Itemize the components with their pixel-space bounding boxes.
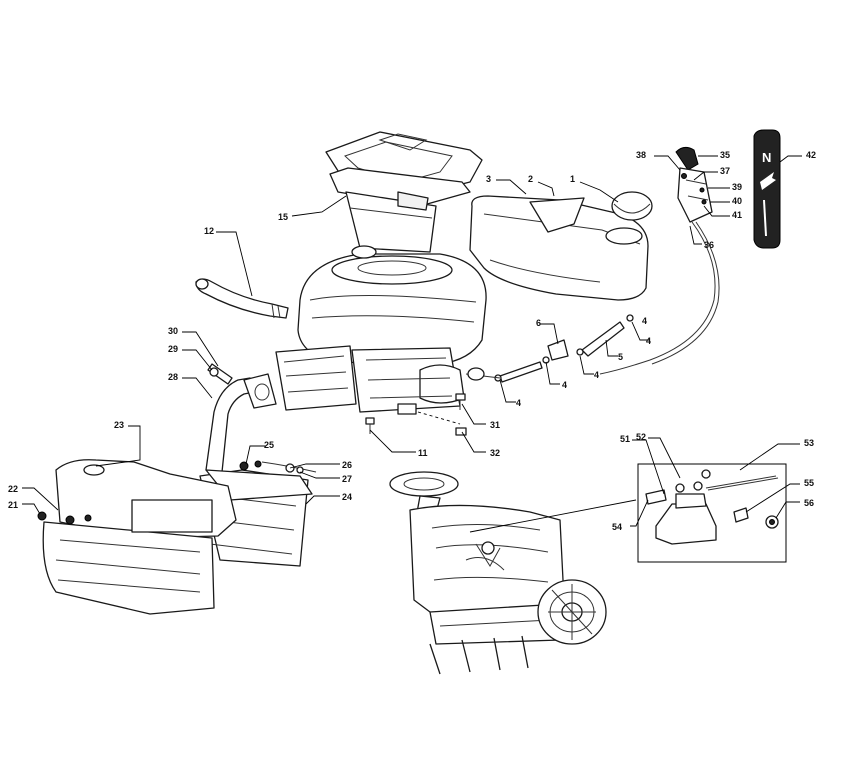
solenoid-inset: [469, 463, 787, 563]
callout-55: 55: [804, 478, 814, 488]
callout-30: 30: [168, 326, 178, 336]
engine-bolts: [365, 393, 467, 436]
callout-3: 3: [486, 174, 491, 184]
tractor-front-view: [389, 471, 607, 675]
callout-52: 52: [636, 432, 646, 442]
callout-1: 1: [570, 174, 575, 184]
callout-22: 22: [8, 484, 18, 494]
callout-29: 29: [168, 344, 178, 354]
callout-41: 41: [732, 210, 742, 220]
callout-26: 26: [342, 460, 352, 470]
exhaust-pipe: [205, 363, 277, 473]
callout-36: 36: [704, 240, 714, 250]
callout-28: 28: [168, 372, 178, 382]
callout-2: 2: [528, 174, 533, 184]
throttle-decal-plate: N: [753, 129, 781, 249]
callout-40: 40: [732, 196, 742, 206]
front-grille-cover: [37, 459, 237, 615]
callout-15: 15: [278, 212, 288, 222]
fuel-lines: [465, 314, 634, 383]
engine-block: [275, 245, 487, 415]
callout-53: 53: [804, 438, 814, 448]
callout-6: 6: [536, 318, 541, 328]
intake-hose: [195, 278, 289, 319]
callout-32: 32: [490, 448, 500, 458]
callout-31: 31: [490, 420, 500, 430]
callout-23: 23: [114, 420, 124, 430]
throttle-control: [599, 146, 720, 375]
fuel-tank: [469, 191, 653, 301]
callout-12: 12: [204, 226, 214, 236]
callout-4-c: 4: [562, 380, 567, 390]
callout-35: 35: [720, 150, 730, 160]
leader-lines: [22, 155, 802, 527]
callout-11: 11: [418, 448, 428, 458]
callout-56: 56: [804, 498, 814, 508]
callout-4-a: 4: [646, 336, 651, 346]
plate-symbol: N: [762, 150, 771, 165]
callout-5: 5: [618, 352, 623, 362]
callout-27: 27: [342, 474, 352, 484]
callout-51: 51: [620, 434, 630, 444]
callout-42: 42: [806, 150, 816, 160]
callout-labels: 1 2 3 4 4 4 4 4 5 6 11 12 15 21 22 23 24…: [8, 150, 816, 532]
callout-37: 37: [720, 166, 730, 176]
callout-4-b: 4: [594, 370, 599, 380]
callout-21: 21: [8, 500, 18, 510]
callout-38: 38: [636, 150, 646, 160]
callout-4-d: 4: [516, 398, 521, 408]
callout-25: 25: [264, 440, 274, 450]
air-filter-housing: [325, 131, 483, 253]
callout-54: 54: [612, 522, 622, 532]
callout-4-e: 4: [642, 316, 647, 326]
callout-24: 24: [342, 492, 352, 502]
callout-39: 39: [732, 182, 742, 192]
